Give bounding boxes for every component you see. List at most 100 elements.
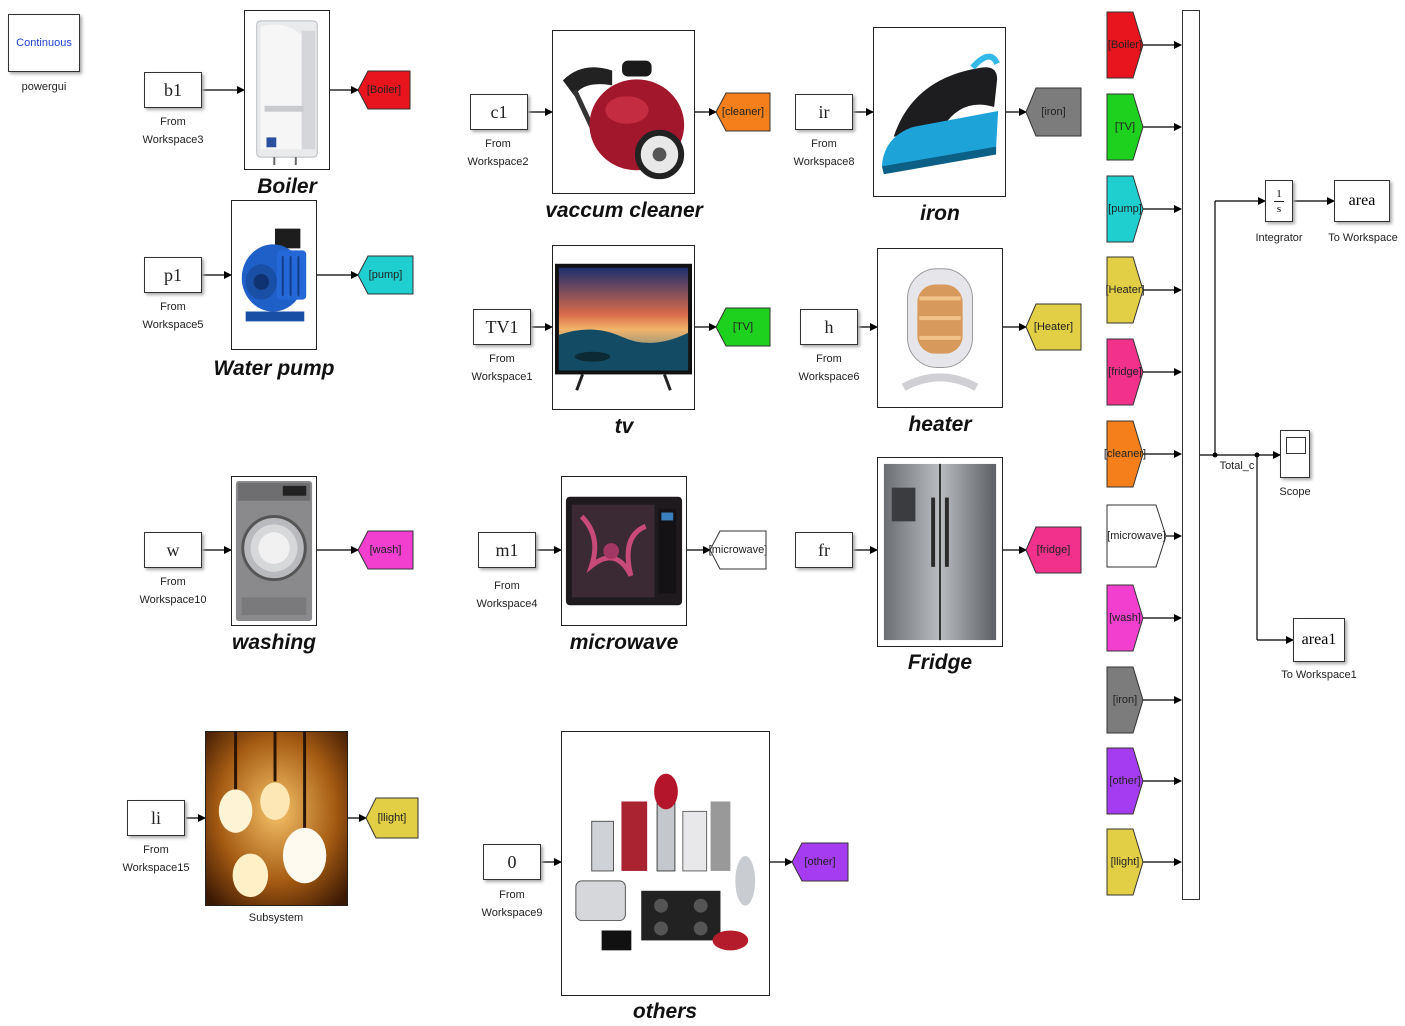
vacuum-cleaner-image	[553, 31, 694, 193]
from-boiler-label: [Boiler]	[1107, 12, 1143, 78]
integrator-block[interactable]: 1 s	[1265, 180, 1293, 222]
integrator-fraction-bar	[1274, 201, 1284, 202]
total-c-signal-label: Total_c	[1214, 457, 1260, 475]
from-workspace-p1[interactable]: p1	[144, 257, 202, 293]
tv-image	[553, 246, 694, 409]
vaccum-cleaner-block[interactable]	[552, 30, 695, 194]
boiler-image	[245, 11, 329, 169]
goto-light[interactable]: [llight]	[366, 798, 418, 838]
fridge-image	[878, 458, 1002, 646]
from-tv[interactable]: [TV]	[1107, 94, 1143, 160]
heater-title: heater	[908, 413, 971, 437]
from-workspace-c1-caption: From Workspace2	[458, 135, 538, 171]
from-workspace-m1-caption: From Workspace4	[467, 577, 547, 613]
from-cleaner-label: [cleaner]	[1107, 421, 1143, 487]
goto-microwave[interactable]: [microwave]	[710, 531, 766, 569]
washing-title: washing	[232, 631, 316, 655]
goto-pump[interactable]: [pump]	[358, 256, 413, 294]
from-workspace-fr[interactable]: fr	[795, 532, 853, 568]
washing-machine-image	[232, 477, 316, 625]
subsystem-block[interactable]	[205, 731, 348, 906]
from-workspace-tv1[interactable]: TV1	[473, 309, 531, 345]
water-pump-block[interactable]	[231, 200, 317, 350]
washing-block[interactable]	[231, 476, 317, 626]
from-light[interactable]: [llight]	[1107, 829, 1143, 895]
goto-fridge-label: [fridge]	[1026, 527, 1081, 573]
to-workspace1-value: area1	[1302, 631, 1337, 649]
goto-heater-label: [Heater]	[1026, 304, 1081, 350]
from-wash-label: [wash]	[1107, 585, 1143, 651]
from-workspace-h-caption: From Workspace6	[789, 350, 869, 386]
to-workspace1-caption: To Workspace1	[1279, 666, 1359, 684]
to-workspace1-block[interactable]: area1	[1293, 618, 1345, 662]
from-workspace-li[interactable]: li	[127, 800, 185, 836]
from-fridge[interactable]: [fridge]	[1107, 339, 1143, 405]
water-pump-image	[232, 201, 316, 349]
from-workspace-w-caption: From Workspace10	[133, 573, 213, 609]
goto-tv[interactable]: [TV]	[716, 308, 770, 346]
others-block[interactable]	[561, 731, 770, 996]
powergui-block[interactable]: Continuous	[8, 14, 80, 72]
goto-wash-label: [wash]	[358, 531, 413, 569]
goto-other-label: [other]	[792, 843, 848, 881]
from-workspace-li-caption: From Workspace15	[114, 841, 198, 877]
from-pump[interactable]: [pump]	[1107, 176, 1143, 242]
goto-iron[interactable]: [iron]	[1026, 88, 1081, 136]
from-workspace-ir[interactable]: ir	[795, 94, 853, 130]
integrator-numerator: 1	[1276, 188, 1282, 200]
microwave-title: microwave	[570, 631, 679, 655]
goto-cleaner-label: [cleaner]	[716, 93, 770, 131]
from-workspace-m1[interactable]: m1	[478, 532, 536, 568]
goto-other[interactable]: [other]	[792, 843, 848, 881]
from-workspace-tv1-caption: From Workspace1	[462, 350, 542, 386]
scope-caption: Scope	[1270, 483, 1320, 501]
boiler-block[interactable]	[244, 10, 330, 170]
from-iron[interactable]: [iron]	[1107, 667, 1143, 733]
from-iron-label: [iron]	[1107, 667, 1143, 733]
goto-boiler-label: [Boiler]	[358, 71, 410, 109]
from-other[interactable]: [other]	[1107, 748, 1143, 814]
fridge-title: Fridge	[908, 651, 972, 675]
from-workspace-b1[interactable]: b1	[144, 72, 202, 108]
to-workspace-value: area	[1349, 192, 1376, 210]
fridge-block[interactable]	[877, 457, 1003, 647]
iron-block[interactable]	[873, 27, 1006, 197]
water-pump-title: Water pump	[214, 357, 335, 381]
tv-title: tv	[615, 415, 634, 439]
microwave-block[interactable]	[561, 476, 687, 626]
goto-fridge[interactable]: [fridge]	[1026, 527, 1081, 573]
goto-wash[interactable]: [wash]	[358, 531, 413, 569]
scope-block[interactable]	[1280, 430, 1310, 478]
goto-cleaner[interactable]: [cleaner]	[716, 93, 770, 131]
goto-boiler[interactable]: [Boiler]	[358, 71, 410, 109]
goto-light-label: [llight]	[366, 798, 418, 838]
heater-image	[878, 249, 1002, 407]
from-workspace-h[interactable]: h	[800, 309, 858, 345]
boiler-title: Boiler	[257, 175, 317, 199]
goto-tv-label: [TV]	[716, 308, 770, 346]
from-workspace-0[interactable]: 0	[483, 844, 541, 880]
from-boiler[interactable]: [Boiler]	[1107, 12, 1143, 78]
powergui-caption: powergui	[8, 78, 80, 96]
heater-block[interactable]	[877, 248, 1003, 408]
to-workspace-caption: To Workspace	[1326, 229, 1400, 247]
to-workspace-block[interactable]: area	[1334, 180, 1390, 222]
from-pump-label: [pump]	[1107, 176, 1143, 242]
iron-image	[874, 28, 1005, 196]
from-tv-label: [TV]	[1107, 94, 1143, 160]
from-microwave-label: [microwave]	[1107, 505, 1166, 567]
microwave-image	[562, 477, 686, 625]
sum-bus-block[interactable]	[1182, 10, 1200, 900]
goto-heater[interactable]: [Heater]	[1026, 304, 1081, 350]
from-workspace-b1-caption: From Workspace3	[133, 113, 213, 149]
tv-block[interactable]	[552, 245, 695, 410]
from-workspace-c1[interactable]: c1	[470, 94, 528, 130]
integrator-caption: Integrator	[1245, 229, 1313, 247]
from-heater[interactable]: [Heater]	[1107, 257, 1143, 323]
from-wash[interactable]: [wash]	[1107, 585, 1143, 651]
from-heater-label: [Heater]	[1107, 257, 1143, 323]
from-cleaner[interactable]: [cleaner]	[1107, 421, 1143, 487]
from-workspace-w[interactable]: w	[144, 532, 202, 568]
iron-title: iron	[920, 202, 960, 226]
from-microwave[interactable]: [microwave]	[1107, 505, 1166, 567]
